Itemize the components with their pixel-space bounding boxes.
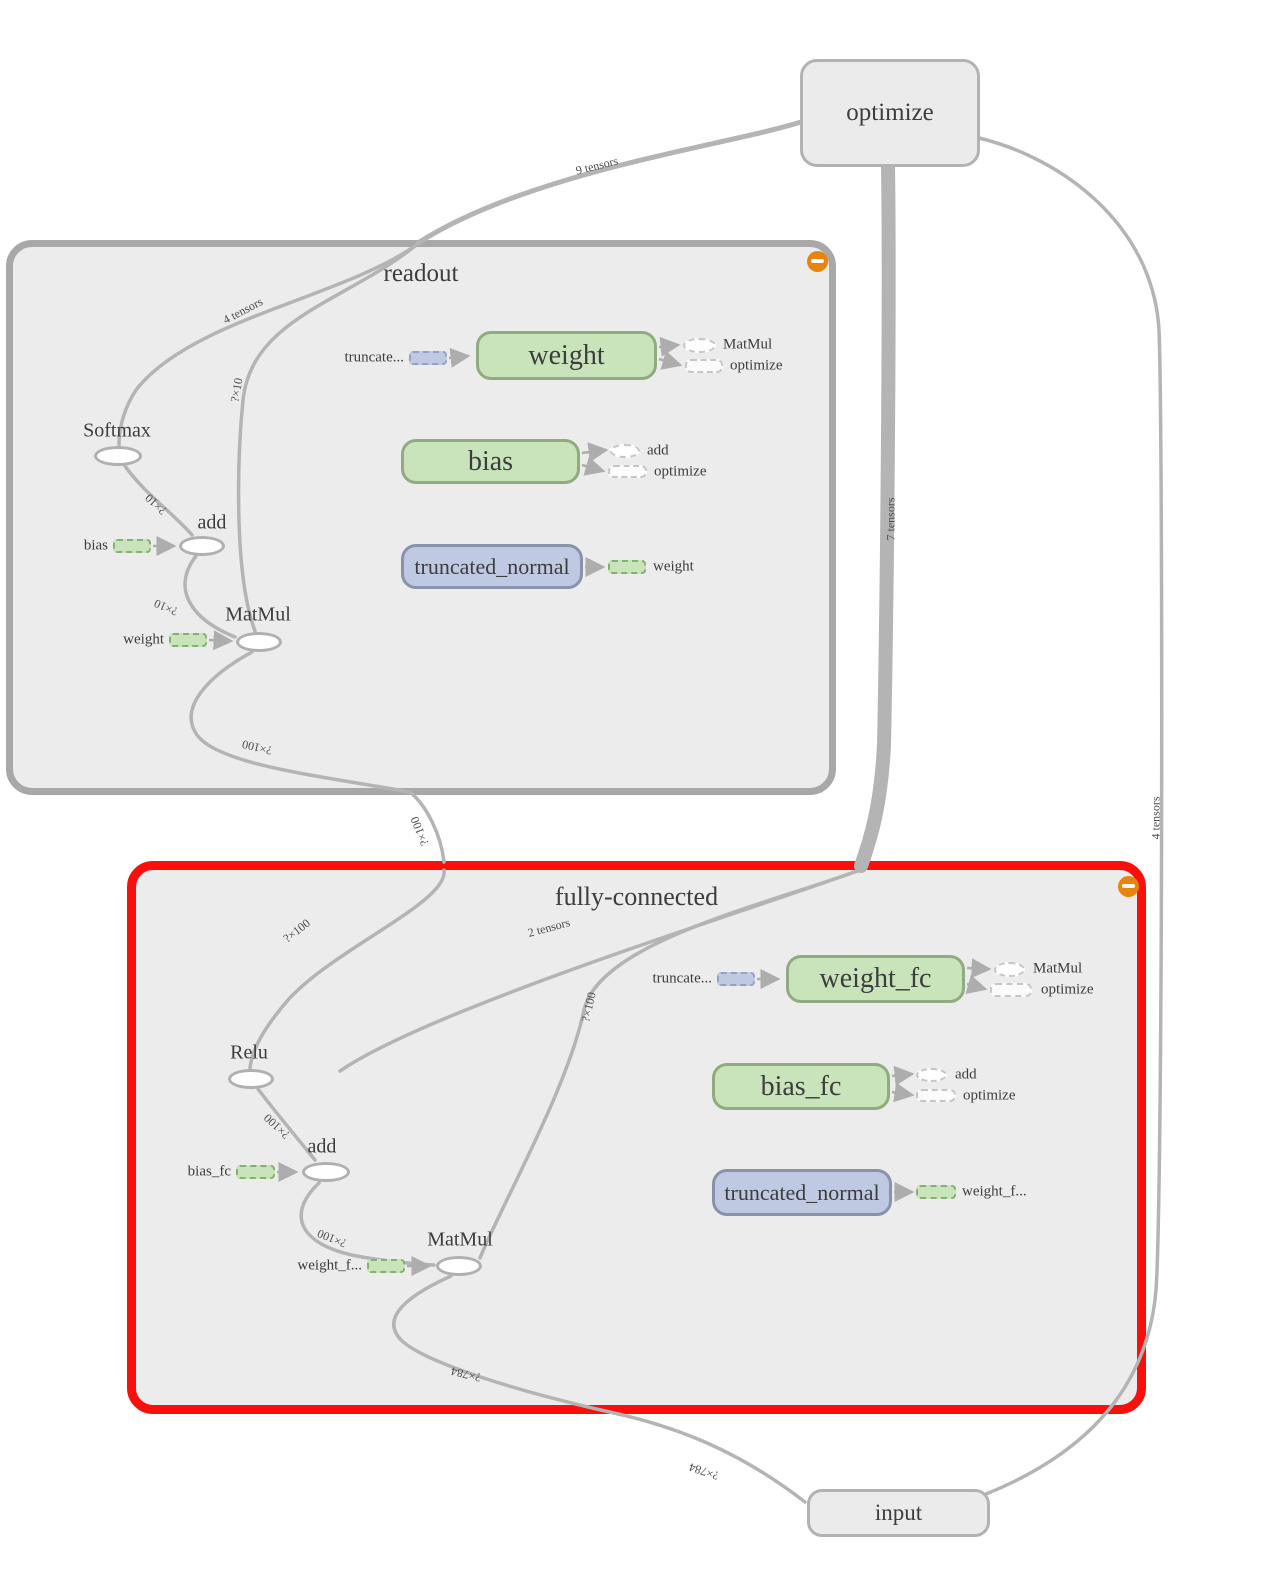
node-weight-fc[interactable]: weight_fc [786, 955, 965, 1003]
stub-weight-in-matmul[interactable] [169, 633, 207, 647]
op-relu-label: Relu [230, 1041, 268, 1064]
edge-fc-entry-relu-2tensors [338, 868, 862, 1073]
stub-truncate-in-weight[interactable] [409, 351, 447, 365]
edge-relu-add [256, 1087, 317, 1162]
stub-weight-fc-out-matmul-label: MatMul [1033, 960, 1083, 977]
op-add-fc[interactable] [302, 1162, 350, 1182]
group-readout-title: readout [383, 260, 459, 287]
stub-bias-fc-out-add[interactable] [916, 1068, 947, 1082]
op-relu[interactable] [228, 1069, 274, 1089]
stub-weight-out-optimize-label: optimize [730, 357, 783, 374]
stub-tn-out-weight[interactable] [608, 560, 646, 574]
node-input[interactable]: input [807, 1489, 990, 1537]
stub-truncate-in-weight-fc[interactable] [717, 972, 755, 986]
stub-weight-fc-out-optimize-label: optimize [1041, 981, 1094, 998]
collapse-icon-fully-connected[interactable] [1118, 876, 1139, 897]
op-matmul-readout[interactable] [236, 632, 282, 652]
edge-optimize-fc-thick [854, 159, 896, 873]
op-add-readout-label: add [197, 511, 227, 534]
op-matmul-fc[interactable] [436, 1256, 482, 1276]
stub-bias-out-optimize-label: optimize [654, 463, 707, 480]
edge-entry-matmul-readout [236, 244, 417, 633]
stub-weight-out-matmul[interactable] [683, 338, 716, 353]
stub-bias-fc-in-add-label: bias_fc [187, 1163, 231, 1180]
group-fully-connected-title: fully-connected [554, 882, 719, 911]
stub-bias-in-add[interactable] [113, 539, 151, 553]
edge-readout-fc-bridge [408, 790, 446, 864]
edge-fc-entry-matmul [478, 868, 862, 1260]
edge-label-4-tensors-right: 4 tensors [1148, 796, 1163, 840]
stub-bias-fc-out-optimize[interactable] [916, 1089, 956, 1102]
node-truncated-normal[interactable]: truncated_normal [401, 544, 583, 589]
stub-tn-fc-out-weight-f-label: weight_f... [962, 1183, 1027, 1200]
stub-weight-out-matmul-label: MatMul [723, 336, 773, 353]
stub-bias-out-add[interactable] [610, 444, 640, 458]
op-softmax-label: Softmax [83, 419, 151, 442]
stub-bias-fc-out-optimize-label: optimize [963, 1087, 1016, 1104]
edge-entry-softmax [117, 244, 417, 447]
node-weight[interactable]: weight [476, 331, 657, 380]
stub-tn-out-weight-label: weight [653, 558, 694, 575]
stub-bias-out-optimize[interactable] [608, 465, 647, 478]
edge-input-optimize [977, 136, 1164, 1496]
op-matmul-fc-label: MatMul [427, 1228, 493, 1251]
edge-softmax-add [123, 464, 194, 537]
edge-optimize-readout [415, 119, 804, 246]
stub-weight-out-optimize[interactable] [685, 359, 723, 373]
node-bias-fc[interactable]: bias_fc [712, 1063, 890, 1110]
stub-weight-in-matmul-label: weight [123, 631, 164, 648]
edge-add-matmul-fc [299, 1181, 436, 1267]
stub-weight-fc-out-matmul[interactable] [994, 962, 1025, 977]
edge-matmul-fc-input [392, 1274, 807, 1504]
op-softmax[interactable] [94, 446, 142, 466]
stub-bias-in-add-label: bias [83, 537, 108, 554]
stub-tn-fc-out-weight-f[interactable] [916, 1185, 956, 1199]
node-truncated-normal-fc[interactable]: truncated_normal [712, 1169, 892, 1216]
stub-weight-f-in-matmul-label: weight_f... [297, 1257, 362, 1274]
node-optimize[interactable]: optimize [800, 59, 980, 167]
op-matmul-readout-label: MatMul [225, 603, 291, 626]
stub-weight-f-in-matmul[interactable] [367, 1259, 405, 1273]
stub-weight-fc-out-optimize[interactable] [990, 983, 1032, 997]
stub-bias-fc-in-add[interactable] [236, 1165, 275, 1179]
edge-matmul-readout-exit [189, 650, 412, 794]
edge-fc-entry-relu [248, 868, 446, 1070]
stub-bias-fc-out-add-label: add [955, 1066, 977, 1083]
node-bias[interactable]: bias [401, 439, 580, 484]
stub-truncate-in-weight-label: truncate... [344, 349, 404, 366]
stub-truncate-in-weight-fc-label: truncate... [652, 970, 712, 987]
collapse-icon-readout[interactable] [807, 251, 828, 272]
op-add-readout[interactable] [179, 536, 225, 556]
stub-bias-out-add-label: add [647, 442, 669, 459]
edge-label-7-tensors: 7 tensors [883, 497, 898, 541]
op-add-fc-label: add [307, 1135, 337, 1158]
